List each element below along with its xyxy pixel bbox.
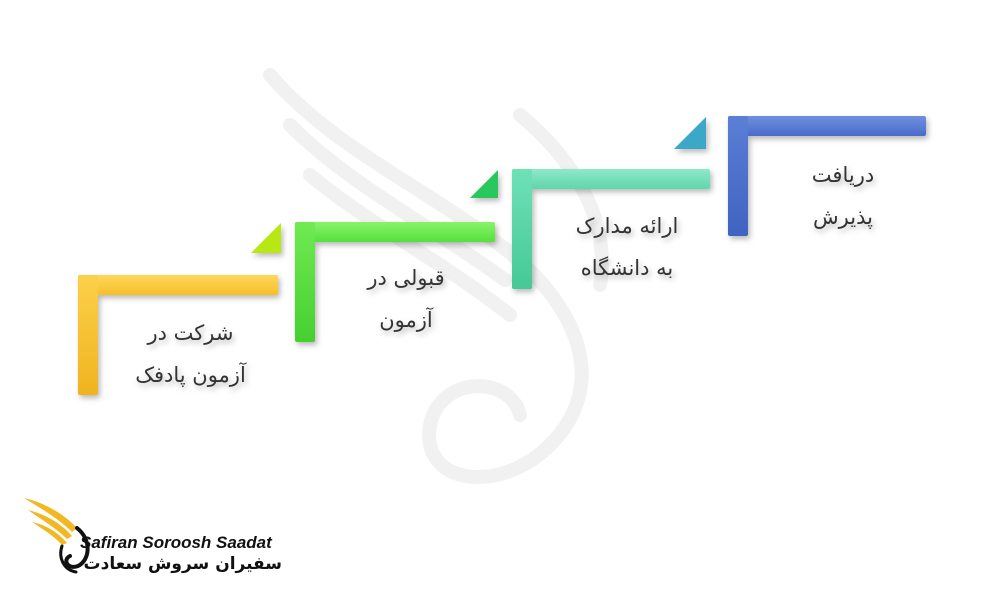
logo-name-english: Safiran Soroosh Saadat: [80, 533, 272, 552]
step-4-line-1: شرکت در: [147, 321, 234, 345]
step-4-line-2: آزمون پادفک: [135, 363, 246, 387]
step-1-side-bar: [728, 116, 748, 236]
step-2-side-bar: [512, 169, 532, 289]
step-2-line-2: به دانشگاه: [580, 256, 674, 280]
golden-wing-swan-icon: [24, 498, 90, 574]
step-3-corner-tab: [251, 223, 281, 253]
step-2-top-bar: [512, 169, 710, 189]
step-3-label: قبولی در آزمون: [331, 257, 481, 341]
step-1: دریافت پذیرش: [674, 116, 928, 238]
logo-name-persian: سفیران سروش سعادت: [83, 554, 282, 574]
step-1-top-bar: [728, 116, 926, 136]
step-3: قبولی در آزمون: [251, 222, 495, 342]
step-1-line-1: دریافت: [811, 163, 875, 187]
company-logo: Safiran Soroosh Saadat سفیران سروش سعادت: [22, 488, 292, 588]
step-4-label: شرکت در آزمون پادفک: [98, 312, 283, 396]
step-4-top-bar: [78, 275, 278, 295]
step-3-line-2: آزمون: [379, 308, 433, 332]
step-3-line-1: قبولی در: [367, 266, 445, 290]
step-1-line-2: پذیرش: [813, 205, 873, 229]
step-2-line-1: ارائه مدارک: [575, 214, 679, 238]
step-2: ارائه مدارک به دانشگاه: [470, 169, 712, 289]
step-2-corner-tab: [470, 170, 498, 198]
step-3-side-bar: [295, 222, 315, 342]
step-4-side-bar: [78, 275, 98, 395]
step-1-corner-tab: [674, 117, 706, 149]
step-1-label: دریافت پذیرش: [768, 154, 918, 238]
step-2-label: ارائه مدارک به دانشگاه: [542, 205, 712, 289]
step-3-top-bar: [295, 222, 495, 242]
step-4: شرکت در آزمون پادفک: [78, 275, 278, 395]
